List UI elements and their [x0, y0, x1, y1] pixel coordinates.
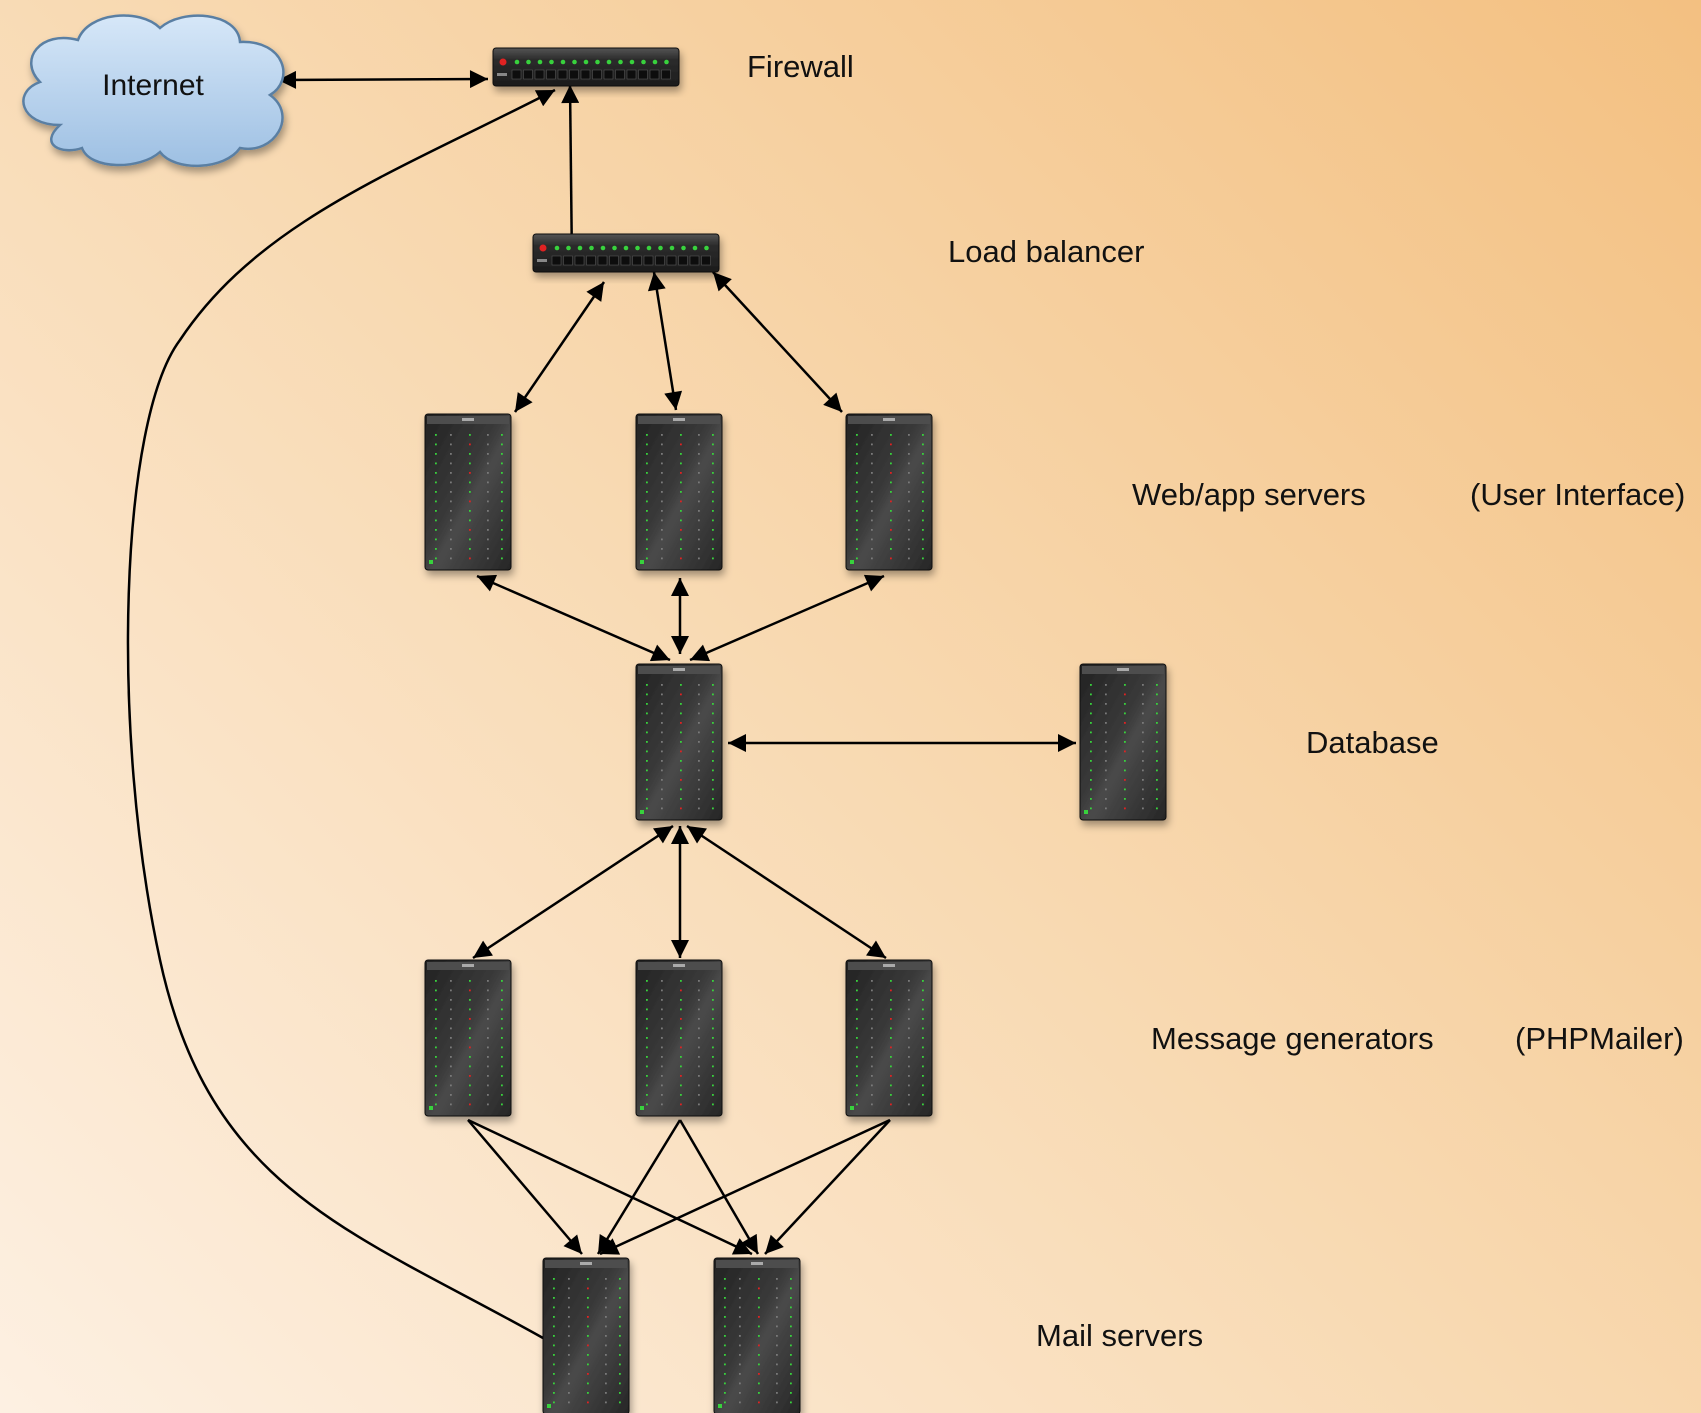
web-app-servers-label: Web/app servers: [1132, 477, 1366, 512]
database-label: Database: [1306, 725, 1439, 760]
mail-server-2-icon: [713, 1257, 801, 1413]
msg3-mail1-link: [599, 1118, 891, 1256]
message-generator-1-icon: [424, 959, 512, 1117]
internet-firewall-link: [277, 70, 489, 89]
message-generators-label: Message generators: [1151, 1021, 1434, 1056]
msg1-mail2-link: [467, 1118, 753, 1256]
user-interface-label: (User Interface): [1470, 477, 1686, 512]
phpmailer-label: (PHPMailer): [1515, 1021, 1684, 1056]
mail-server-1-icon: [542, 1257, 630, 1413]
msg3-mail2-link: [764, 1119, 891, 1255]
msg2-mail2-link: [678, 1119, 760, 1255]
web3-db-link: [689, 574, 885, 662]
firewall-switch-icon: [492, 47, 680, 87]
message-generator-3-icon: [845, 959, 933, 1117]
load-balancer-switch-icon: [532, 233, 720, 273]
web-server-1-icon: [424, 413, 512, 571]
message-generator-2-icon: [635, 959, 723, 1117]
firewall-label: Firewall: [747, 49, 854, 84]
mail-servers-label: Mail servers: [1036, 1318, 1204, 1353]
cloud-icon: [22, 14, 285, 168]
database-primary-server-icon: [635, 663, 723, 821]
db-msg3-link: [686, 824, 887, 960]
connections: [126, 70, 1076, 1340]
load-balancer-label: Load balancer: [948, 234, 1145, 269]
internet-label: Internet: [102, 69, 204, 102]
database-secondary-server-icon: [1079, 663, 1167, 821]
web-server-3-icon: [845, 413, 933, 571]
lb-web1-link: [513, 281, 606, 413]
lb-web3-link: [712, 271, 843, 413]
msg2-mail1-link: [596, 1119, 682, 1255]
web-server-2-icon: [635, 413, 723, 571]
lb-web2-link: [647, 271, 683, 411]
mailserver-firewall-link: [126, 88, 556, 1340]
web1-db-link: [476, 574, 671, 662]
db-msg1-link: [472, 824, 674, 960]
msg1-mail1-link: [467, 1119, 583, 1255]
